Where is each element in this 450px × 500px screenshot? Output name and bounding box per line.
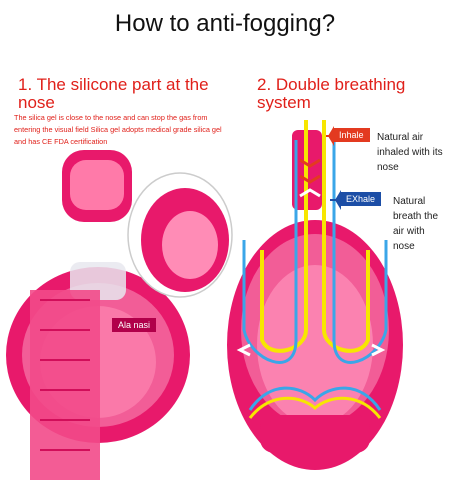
silicone-heading: 1. The silicone part at the nose — [18, 75, 209, 112]
exhale-note: Natural breath the air with nose — [393, 196, 439, 252]
exhale-tag: EXhale — [340, 192, 382, 206]
exhale-arrow-icon — [335, 190, 341, 210]
silicone-description: The silica gel is close to the nose and … — [14, 113, 222, 146]
inhale-arrow-icon — [328, 126, 334, 146]
inhale-tag: Inhale — [333, 128, 370, 142]
mask-front-figure — [227, 120, 403, 470]
breathing-heading: 2. Double breathing system — [257, 75, 406, 112]
inhale-note: Natural air inhaled with its nose — [377, 132, 443, 173]
nose-label: Ala nasi — [112, 318, 157, 332]
page-title: How to anti-fogging? — [114, 10, 336, 37]
mask-back-figure — [6, 150, 233, 480]
